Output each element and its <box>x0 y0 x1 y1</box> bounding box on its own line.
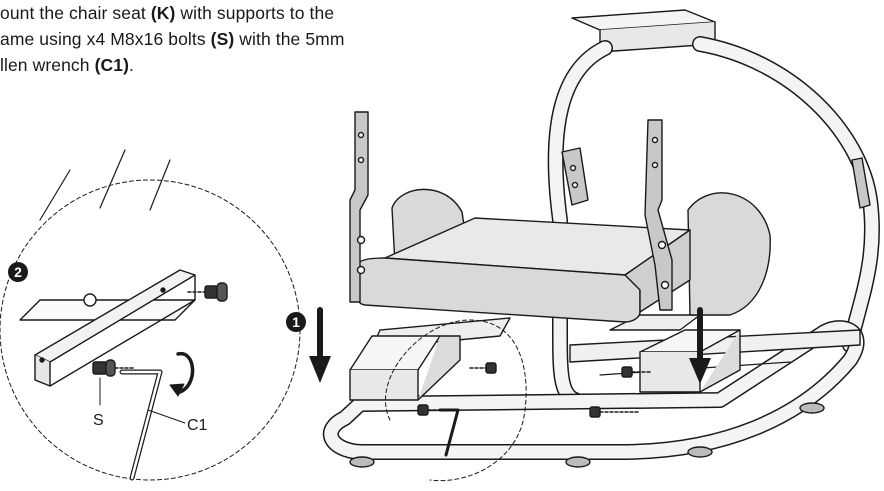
instruction-line-3: llen wrench (C1). <box>0 52 440 78</box>
detail-seat-rail <box>19 149 196 387</box>
part-ref-k: (K) <box>150 3 176 23</box>
detail-bolt-s <box>92 359 136 406</box>
detail-indicator-outline <box>385 319 527 482</box>
step-1-badge: 1 <box>286 312 306 332</box>
instruction-line-1: ount the chair seat (K) with supports to… <box>0 0 440 26</box>
detail-bolt-upper <box>187 282 228 302</box>
instruction-text-1a: ount the chair seat <box>0 3 151 23</box>
down-arrow-icon <box>689 307 711 384</box>
step-2-label: 2 <box>14 264 22 280</box>
clockwise-rotation-arrow-icon <box>169 352 195 397</box>
instruction-text-2b: with the 5mm <box>234 29 345 49</box>
chair-seat-k <box>349 111 871 323</box>
seat-rails <box>349 314 741 401</box>
part-ref-c1: (C1) <box>94 55 130 75</box>
instruction-text-3a: llen wrench <box>0 55 95 75</box>
detail-zoom-view: 2 S C1 <box>0 149 301 481</box>
bolt-label-s: S <box>93 412 104 429</box>
step-2-badge: 2 <box>8 262 28 282</box>
instruction-text: ount the chair seat (K) with supports to… <box>0 0 440 78</box>
down-arrow-icon <box>309 307 331 383</box>
wrench-label-c1: C1 <box>187 417 208 434</box>
instruction-line-2: ame using x4 M8x16 bolts (S) with the 5m… <box>0 26 440 52</box>
detail-allen-wrench <box>119 369 186 481</box>
step-1-label: 1 <box>292 314 300 330</box>
instruction-text-3b: . <box>129 55 134 75</box>
part-ref-s: (S) <box>210 29 235 49</box>
detail-circle <box>0 179 301 481</box>
frame-bolts <box>417 362 651 457</box>
instruction-text-1b: with supports to the <box>175 3 335 23</box>
instruction-text-2a: ame using x4 M8x16 bolts <box>0 29 211 49</box>
